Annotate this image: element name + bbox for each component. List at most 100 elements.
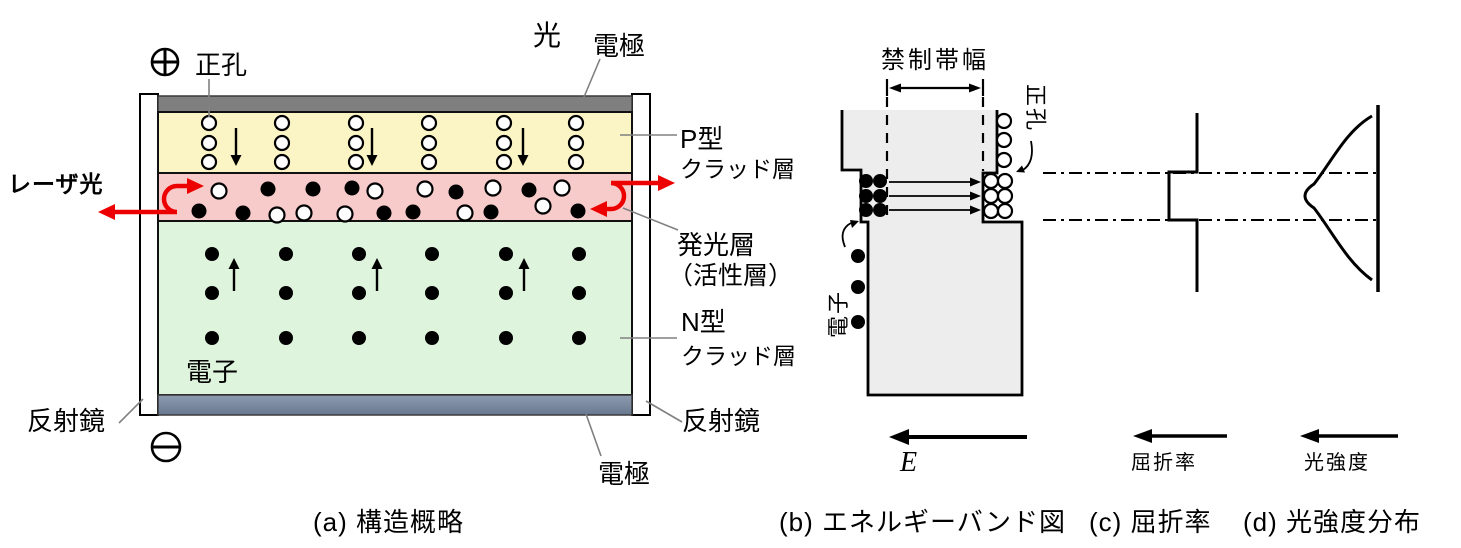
electron-inflow-arrowhead-icon: [850, 220, 859, 228]
incoming-electron-dot: [851, 280, 865, 294]
electron-drift-arrow-head-icon: [371, 258, 383, 269]
carrier-drift-arrows: [228, 128, 530, 291]
hole-dot: [495, 114, 513, 132]
active-hole-dot: [268, 206, 286, 224]
electron-dot: [352, 286, 366, 300]
laser-right-path: [596, 180, 668, 212]
electron-dot: [572, 331, 586, 345]
electron-dot: [425, 247, 439, 261]
active-hole-dot: [553, 179, 571, 197]
hole-label-b: 正孔: [1023, 84, 1048, 132]
electron-dot: [499, 286, 513, 300]
light-label: 光: [533, 20, 561, 51]
top-electrode-pointer-line: [583, 58, 601, 98]
laser-left-path: [104, 183, 197, 215]
band-carriers: [851, 112, 1014, 329]
p-clad-label-line2: クラッド層: [680, 156, 795, 182]
incoming-hole-dot: [995, 151, 1013, 169]
laser-left-loop-arrowhead-icon: [187, 178, 204, 194]
caption-b: (b) エネルギーバンド図: [779, 507, 1066, 537]
electron-dot: [279, 247, 293, 261]
active-layer-label-line1: 発光層: [677, 230, 755, 260]
left-mirror-label: 反射鏡: [27, 406, 105, 436]
electron-drift-arrow-head-icon: [228, 258, 240, 269]
band-hole-dot: [982, 202, 1000, 220]
electron-dot: [572, 247, 586, 261]
active-hole-dot: [210, 182, 228, 200]
active-hole-dot: [416, 180, 434, 198]
minus-terminal-icon: [150, 431, 182, 463]
pointer-lines: [118, 58, 683, 457]
hole-dot: [273, 134, 291, 152]
bandgap-label: 禁制帯幅: [881, 47, 989, 74]
bandgap-arrowhead-left-icon: [889, 83, 901, 93]
active-hole-dot: [366, 182, 384, 200]
hole-dot: [347, 134, 365, 152]
n-clad-layer: [157, 220, 633, 396]
recombination-arrows: [889, 177, 981, 215]
hole-dot: [567, 153, 585, 171]
band-electron-dot: [873, 174, 887, 188]
band-electron-dot: [873, 203, 887, 217]
hole-drift-arrow-head-icon: [366, 155, 378, 166]
electron-dot: [205, 331, 219, 345]
hole-dot: [347, 114, 365, 132]
hole-label-top: 正孔: [195, 50, 247, 80]
active-hole-dot: [456, 204, 474, 222]
hole-dot: [495, 153, 513, 171]
electron-dot: [499, 331, 513, 345]
laser-right-loop-arrowhead-icon: [590, 201, 607, 217]
electron-dot: [572, 286, 586, 300]
bandgap-arrowhead-right-icon: [969, 83, 981, 93]
recombination-arrowhead-icon: [970, 205, 981, 215]
band-hole-dot: [996, 202, 1014, 220]
band-electron-dot: [859, 189, 873, 203]
right-mirror: [631, 93, 651, 416]
caption-a: (a) 構造概略: [313, 507, 464, 537]
laser-beam-left: [98, 178, 204, 220]
intensity-axis-label: 光強度: [1304, 451, 1370, 474]
hole-dot: [200, 134, 218, 152]
electron-label-b: 電子: [826, 290, 851, 338]
active-hole-dot: [295, 204, 313, 222]
p-clad-label-line1: P型: [680, 124, 723, 154]
electron-dot: [205, 247, 219, 261]
p-layer-holes: [200, 114, 585, 171]
captions: (a) 構造概略 (b) エネルギーバンド図 (c) 屈折率 (d) 光強度分布: [313, 507, 1421, 537]
hole-drift-arrow-head-icon: [517, 155, 529, 166]
electron-inflow-arrow: [841, 222, 852, 248]
bottom-electrode: [157, 394, 633, 416]
top-electrode: [157, 95, 633, 113]
refractive-axis-label: 屈折率: [1131, 451, 1197, 474]
electron-dot: [425, 286, 439, 300]
e-axis-label: E: [899, 447, 917, 478]
caption-c: (c) 屈折率: [1089, 507, 1212, 537]
refractive-index-profile: [1167, 113, 1199, 292]
active-electron-dot: [305, 181, 321, 197]
band-outline: [840, 110, 1024, 397]
hole-dot: [273, 114, 291, 132]
active-electron-dot: [570, 203, 586, 219]
hole-dot: [420, 114, 438, 132]
active-layer-label-line2: （活性層）: [668, 262, 793, 290]
electron-dot: [279, 286, 293, 300]
active-electron-dot: [344, 180, 360, 196]
active-hole-dot: [484, 179, 502, 197]
incoming-hole-dot: [995, 112, 1013, 130]
active-electron-dot: [483, 204, 499, 220]
recombination-arrowhead-icon: [970, 191, 981, 201]
panel-d-light-intensity: 光強度: [1300, 105, 1398, 474]
electron-dot: [352, 247, 366, 261]
band-hole-dot: [996, 187, 1014, 205]
bottom-electrode-label: 電極: [598, 459, 650, 489]
hole-dot: [420, 153, 438, 171]
bottom-electrode-pointer-line: [585, 413, 602, 457]
hole-drift-arrow-head-icon: [230, 155, 242, 166]
hole-dot: [567, 114, 585, 132]
active-electron-dot: [448, 184, 464, 200]
band-electron-dot: [859, 203, 873, 217]
intensity-axis-arrowhead-icon: [1300, 429, 1319, 443]
caption-d: (d) 光強度分布: [1243, 507, 1421, 537]
n-clad-label-line2: クラッド層: [681, 343, 796, 369]
